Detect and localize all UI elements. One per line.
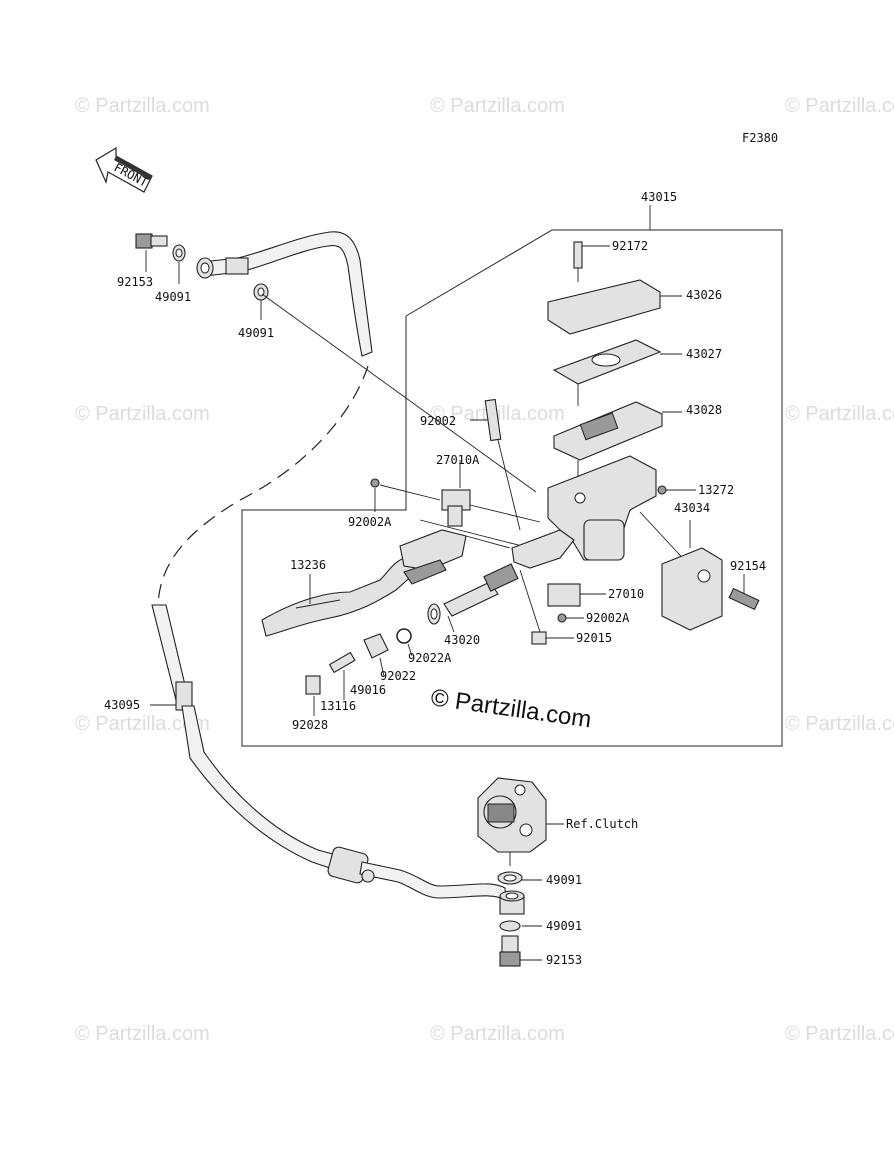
- watermark: © Partzilla.com: [75, 95, 210, 117]
- part-label-92022A: 92022A: [408, 651, 452, 665]
- part-label-43028: 43028: [686, 403, 722, 417]
- watermark: © Partzilla.com: [75, 403, 210, 425]
- part-label-92002A: 92002A: [348, 515, 392, 529]
- part-label-92015: 92015: [576, 631, 612, 645]
- part-label-92154: 92154: [730, 559, 766, 573]
- watermark: © Partzilla.com: [785, 713, 894, 735]
- part-label-49091: 49091: [546, 919, 582, 933]
- part-label-43095: 43095: [104, 698, 140, 712]
- watermark: © Partzilla.com: [75, 713, 210, 735]
- part-label-92153: 92153: [117, 275, 153, 289]
- part-label-92002A: 92002A: [586, 611, 630, 625]
- part-label-43015: 43015: [641, 190, 677, 204]
- watermark: © Partzilla.com: [430, 95, 565, 117]
- part-label-13272: 13272: [698, 483, 734, 497]
- part-label-43034: 43034: [674, 501, 710, 515]
- part-label-49091: 49091: [238, 326, 274, 340]
- clutch-switch: [519, 569, 606, 645]
- part-label-49016: 49016: [350, 683, 386, 697]
- watermark: © Partzilla.com: [785, 1023, 894, 1045]
- watermark-grid: © Partzilla.com © Partzilla.com © Partzi…: [75, 95, 894, 1045]
- center-watermark: © Partzilla.com: [429, 684, 593, 733]
- watermark: © Partzilla.com: [785, 403, 894, 425]
- clutch-lever: [261, 529, 575, 637]
- part-label-92002: 92002: [420, 414, 456, 428]
- watermark: © Partzilla.com: [430, 1023, 565, 1045]
- push-rod-assembly: [305, 563, 519, 716]
- front-arrow-icon: FRONT: [95, 146, 153, 193]
- part-label-43020: 43020: [444, 633, 480, 647]
- part-label-27010: 27010: [608, 587, 644, 601]
- part-label-43027: 43027: [686, 347, 722, 361]
- ref-clutch-label: Ref.Clutch: [566, 817, 638, 831]
- diagram-code: F2380: [742, 131, 778, 145]
- part-label-92172: 92172: [612, 239, 648, 253]
- watermark: © Partzilla.com: [75, 1023, 210, 1045]
- part-label-27010A: 27010A: [436, 453, 480, 467]
- reservoir-cap-group: [547, 241, 682, 478]
- pivot-bolt: [370, 398, 541, 549]
- part-label-49091: 49091: [155, 290, 191, 304]
- part-label-92022: 92022: [380, 669, 416, 683]
- banjo-bolt-top: [135, 233, 537, 493]
- handlebar-clamp: [661, 520, 760, 631]
- part-label-92028: 92028: [292, 718, 328, 732]
- assembly-frame: [241, 205, 783, 747]
- banjo-bolt-bottom: [497, 871, 542, 967]
- part-label-13116: 13116: [320, 699, 356, 713]
- part-label-49091: 49091: [546, 873, 582, 887]
- part-label-92153: 92153: [546, 953, 582, 967]
- part-label-13236: 13236: [290, 558, 326, 572]
- clutch-hose: [151, 231, 507, 901]
- part-labels: 43015 92172 43026 43027 43028 92002 2701…: [104, 190, 766, 967]
- part-label-43026: 43026: [686, 288, 722, 302]
- slave-cylinder: [477, 777, 564, 866]
- master-cylinder-body: [547, 455, 696, 567]
- watermark: © Partzilla.com: [785, 95, 894, 117]
